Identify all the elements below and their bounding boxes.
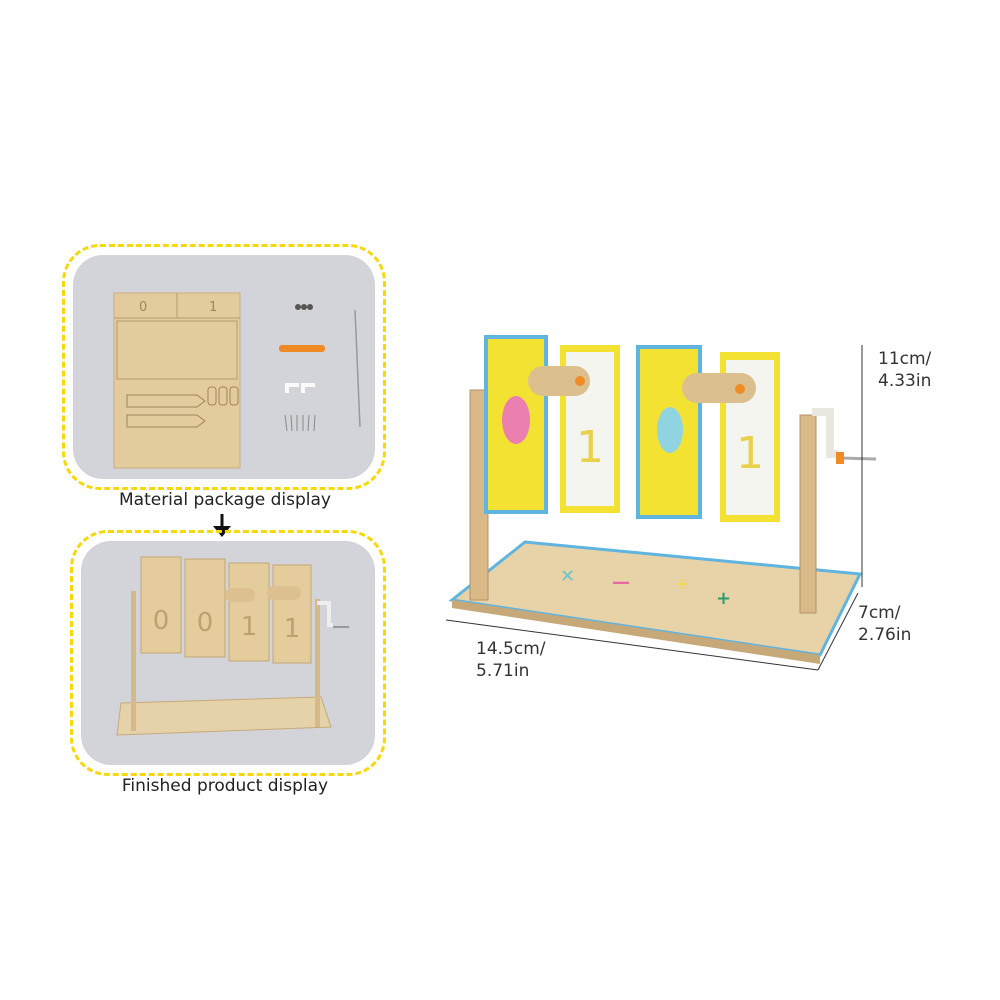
width-cm: 14.5cm/	[476, 639, 546, 659]
finished-product-photo: 0 0 1 1	[81, 541, 375, 765]
crank-handle[interactable]	[812, 408, 838, 458]
metal-rod	[354, 309, 361, 428]
svg-text:0: 0	[139, 300, 147, 315]
right-stand	[799, 414, 817, 614]
material-package-caption: Material package display	[118, 490, 331, 510]
material-package-panel: 0 1	[62, 244, 386, 490]
depth-dimension-line	[817, 592, 859, 671]
depth-label: 7cm/ 2.76in	[858, 602, 911, 646]
height-in: 4.33in	[878, 371, 932, 391]
card-digit: 1	[241, 612, 258, 642]
height-label: 11cm/ 4.33in	[878, 348, 931, 392]
wood-sheet	[113, 292, 241, 469]
material-package-photo: 0 1	[73, 255, 375, 479]
depth-in: 2.76in	[858, 625, 912, 645]
finished-product-caption: Finished product display	[121, 776, 329, 796]
card-digit: 1	[736, 428, 764, 479]
lever	[682, 373, 756, 403]
svg-text:✕: ✕	[560, 566, 575, 587]
card-digit: 0	[197, 608, 214, 638]
card-digit: 1	[284, 614, 301, 644]
depth-cm: 7cm/	[858, 603, 901, 623]
width-label: 14.5cm/ 5.71in	[476, 638, 546, 682]
card-digit: 1	[576, 422, 604, 473]
svg-text:1: 1	[209, 300, 217, 315]
svg-text:÷: ÷	[675, 574, 690, 595]
height-cm: 11cm/	[878, 349, 932, 369]
svg-text:—: —	[612, 572, 630, 593]
digit-cards	[140, 556, 312, 664]
lever	[528, 366, 590, 396]
width-dimension-line	[445, 619, 819, 671]
card-digit: 0	[153, 606, 170, 636]
orange-beads	[279, 345, 325, 352]
width-in: 5.71in	[476, 661, 530, 681]
svg-text:+: +	[716, 588, 731, 609]
base-board	[116, 696, 332, 736]
finished-product-panel: 0 0 1 1	[70, 530, 386, 776]
base-symbols: ✕ — ÷ +	[560, 566, 731, 609]
